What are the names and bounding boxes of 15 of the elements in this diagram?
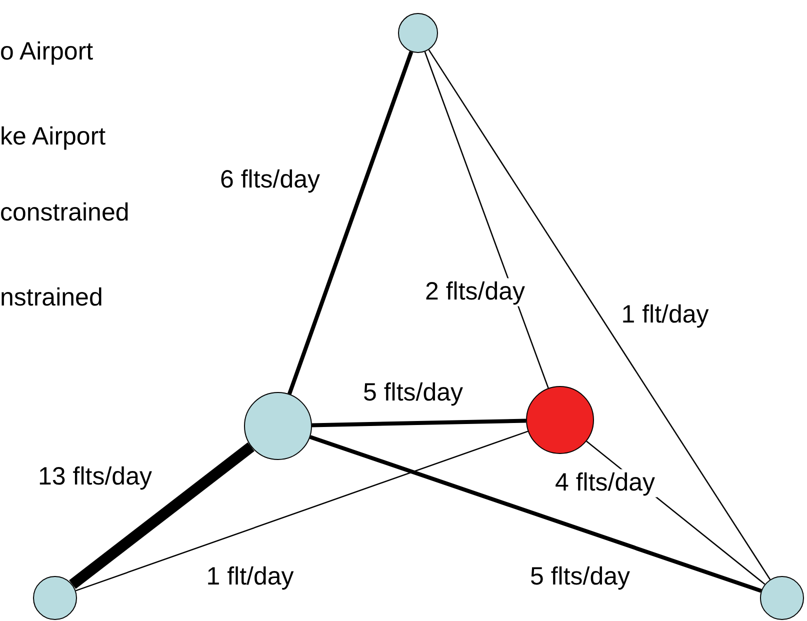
edge-label: 4 flts/day [552,469,658,497]
airport-circle [760,576,804,620]
route-line [428,49,771,580]
route-line [312,418,526,428]
route-line [69,442,254,589]
route-line [76,430,528,592]
legend-text: nstrained [0,284,103,312]
airport-circle [33,576,77,620]
legend-text: ke Airport [0,123,106,151]
legend-text: constrained [0,199,130,227]
route-line [424,52,549,388]
route-line [288,51,414,395]
airport-circle [398,13,438,53]
legend-text: o Airport [0,38,94,66]
route-line [310,435,762,593]
